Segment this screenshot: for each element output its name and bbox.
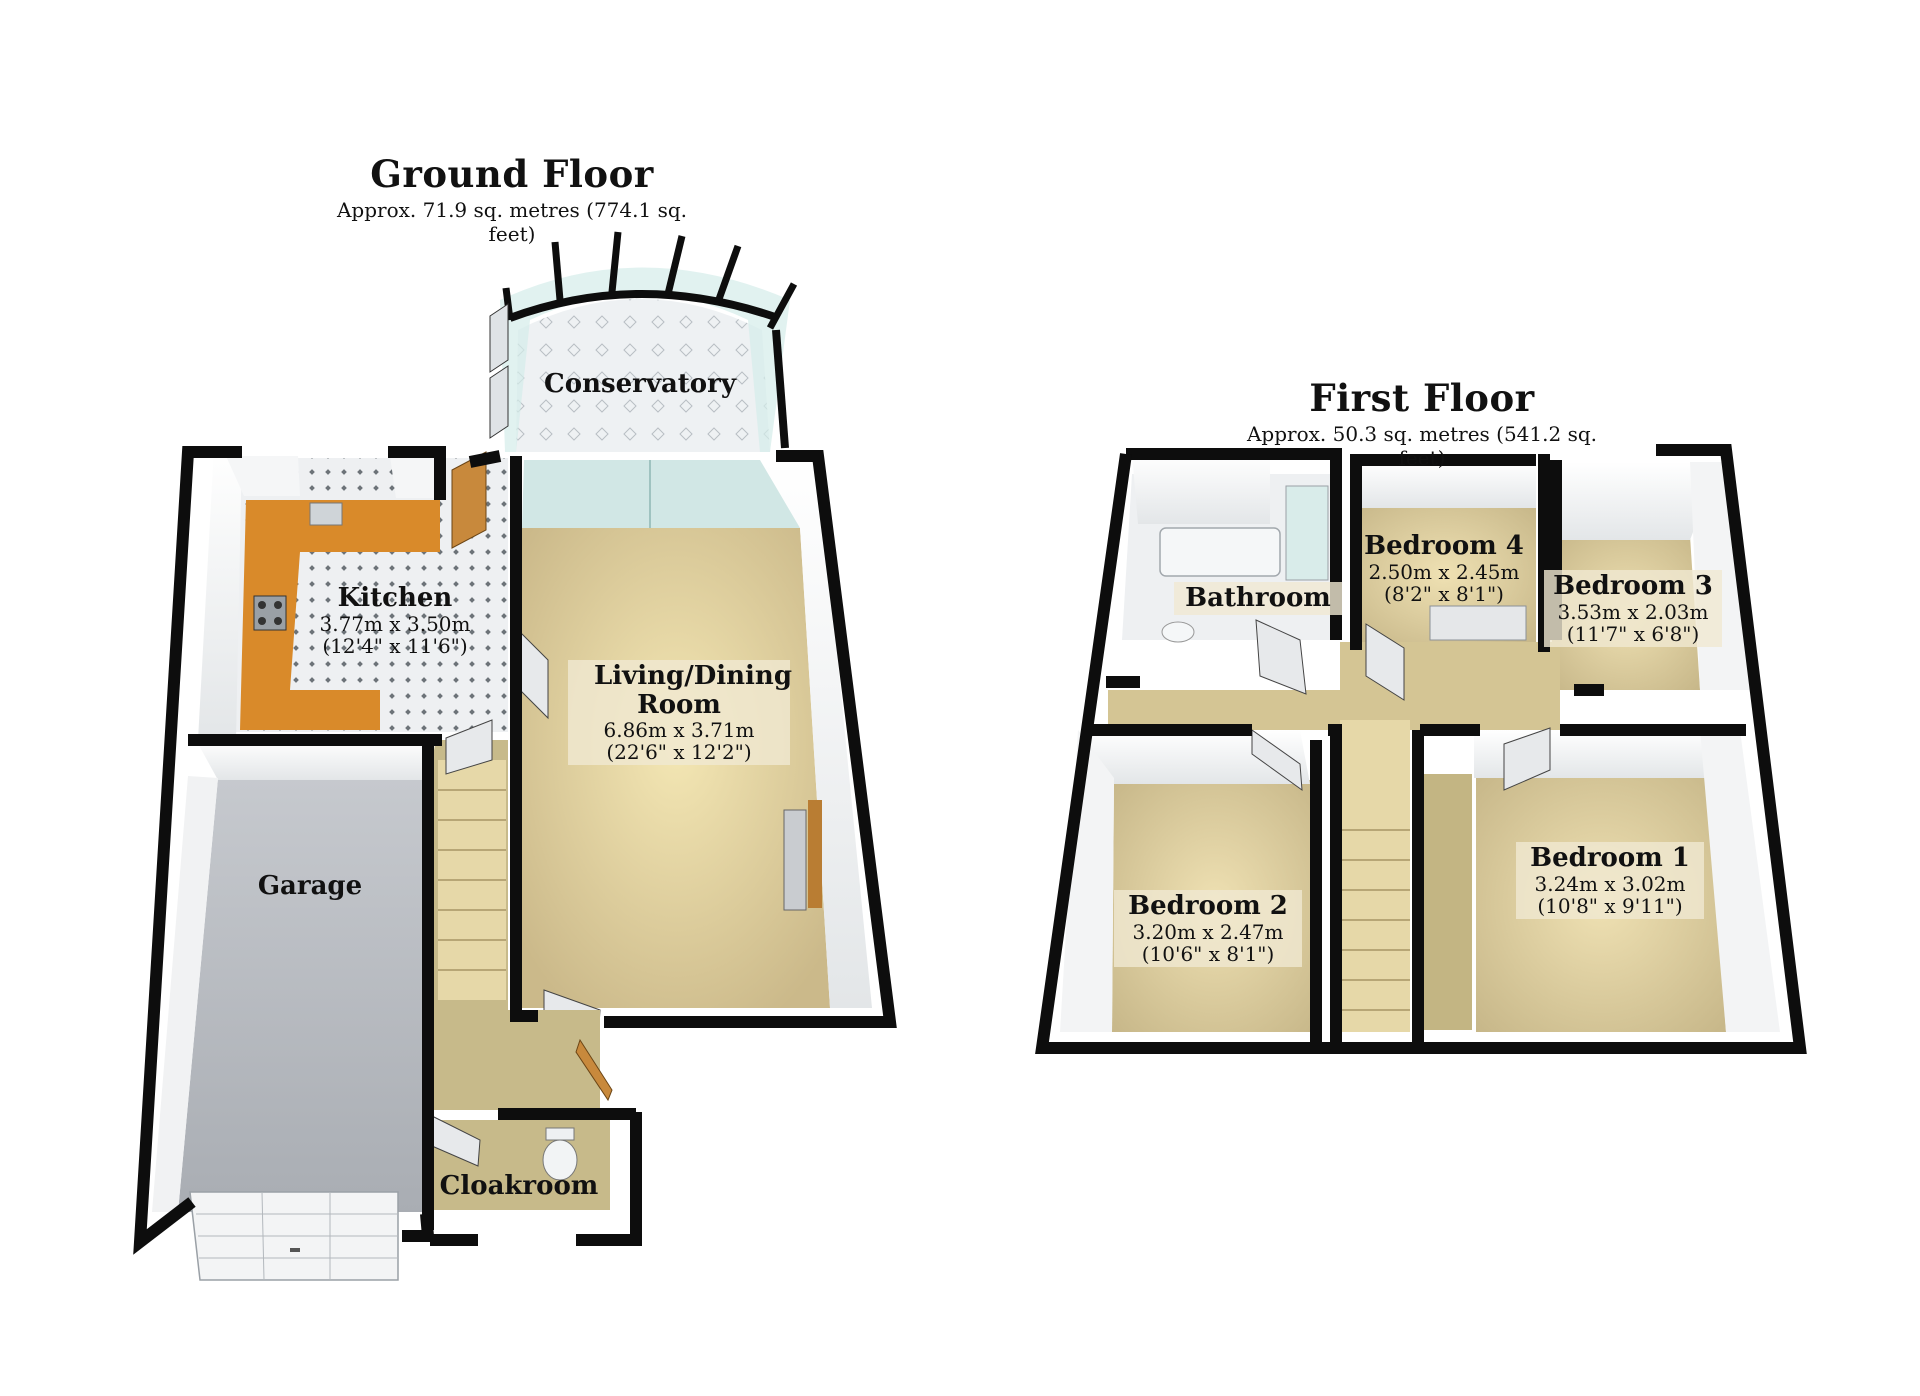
bedroom3-metric: 3.53m x 2.03m xyxy=(1557,599,1709,624)
conservatory-label: Conservatory xyxy=(532,370,748,399)
kitchen-label: Kitchen 3.77m x 3.50m (12'4" x 11'6") xyxy=(300,584,490,657)
living-name: Living/Dining Room xyxy=(594,661,793,720)
garage-label: Garage xyxy=(230,872,390,901)
bedroom2-metric: 3.20m x 2.47m xyxy=(1132,919,1284,944)
living-imperial: (22'6" x 12'2") xyxy=(606,740,752,765)
bedroom2-name: Bedroom 2 xyxy=(1128,891,1288,921)
living-floor xyxy=(522,528,830,1008)
kitchen-imperial: (12'4" x 11'6") xyxy=(322,633,468,658)
ground-floor-area: Approx. 71.9 sq. metres (774.1 sq. feet) xyxy=(336,198,687,246)
conservatory-floor xyxy=(516,299,770,452)
conservatory-name: Conservatory xyxy=(544,369,736,399)
first-stairs xyxy=(1340,720,1410,1032)
bathroom-name: Bathroom xyxy=(1185,583,1331,613)
conservatory-glass xyxy=(500,267,790,452)
bedroom2-imperial: (10'6" x 8'1") xyxy=(1141,941,1275,966)
bedroom4-imperial: (8'2" x 8'1") xyxy=(1384,581,1504,606)
ground-floor-title: Ground Floor xyxy=(370,152,654,196)
garage-floor xyxy=(178,778,428,1212)
bedroom1-label: Bedroom 1 3.24m x 3.02m (10'8" x 9'11") xyxy=(1516,842,1704,919)
living-metric: 6.86m x 3.71m xyxy=(603,718,755,743)
cloakroom-label: Cloakroom xyxy=(426,1172,612,1201)
first-floor-area: Approx. 50.3 sq. metres (541.2 sq. feet) xyxy=(1246,422,1597,470)
kitchen-name: Kitchen xyxy=(337,583,453,613)
ground-floor-heading: Ground Floor Approx. 71.9 sq. metres (77… xyxy=(312,152,712,246)
bedroom4-metric: 2.50m x 2.45m xyxy=(1368,559,1520,584)
bedroom3-imperial: (11'7" x 6'8") xyxy=(1566,621,1700,646)
first-floor-title: First Floor xyxy=(1309,376,1535,420)
ground-floor-plan xyxy=(133,231,897,1281)
bedroom4-label: Bedroom 4 2.50m x 2.45m (8'2" x 8'1") xyxy=(1356,532,1532,605)
bedroom1-metric: 3.24m x 3.02m xyxy=(1534,871,1686,896)
bedroom3-label: Bedroom 3 3.53m x 2.03m (11'7" x 6'8") xyxy=(1544,570,1722,647)
kitchen-metric: 3.77m x 3.50m xyxy=(319,611,471,636)
bathroom-label: Bathroom xyxy=(1174,582,1342,615)
cloakroom-name: Cloakroom xyxy=(439,1171,599,1201)
bedroom1-name: Bedroom 1 xyxy=(1530,843,1690,873)
bedroom1-imperial: (10'8" x 9'11") xyxy=(1537,893,1683,918)
bedroom4-name: Bedroom 4 xyxy=(1364,531,1524,561)
bedroom3-name: Bedroom 3 xyxy=(1553,571,1713,601)
first-floor-heading: First Floor Approx. 50.3 sq. metres (541… xyxy=(1222,376,1622,470)
living-label: Living/Dining Room 6.86m x 3.71m (22'6" … xyxy=(568,660,793,766)
kitchen-counter xyxy=(240,500,440,730)
ground-stairs xyxy=(438,760,506,1000)
garage-name: Garage xyxy=(257,871,363,901)
bedroom2-label: Bedroom 2 3.20m x 2.47m (10'6" x 8'1") xyxy=(1114,890,1302,967)
